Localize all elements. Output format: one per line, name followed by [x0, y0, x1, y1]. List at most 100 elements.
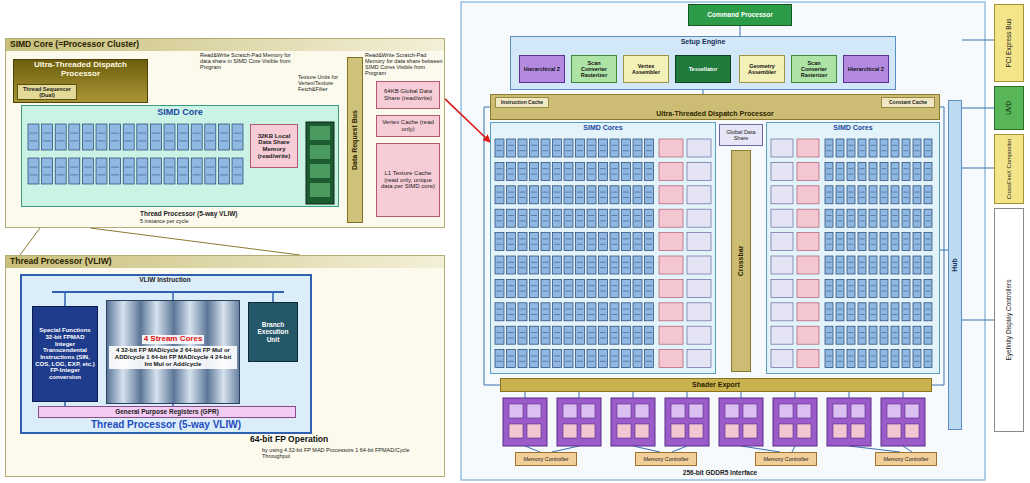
thread-processor-icon — [553, 256, 562, 274]
decoration — [893, 244, 898, 245]
thread-processor-icon — [576, 256, 585, 274]
decoration — [543, 168, 549, 169]
decoration — [577, 262, 583, 263]
cache-block — [687, 162, 711, 180]
thread-processor-icon — [218, 158, 229, 184]
decoration — [554, 220, 560, 221]
thread-processor-icon — [530, 256, 539, 274]
decoration — [612, 150, 618, 151]
decoration — [646, 337, 652, 338]
texture-block — [659, 139, 683, 157]
decoration — [138, 133, 146, 134]
setup-unit: Geometry Assembler — [739, 55, 785, 83]
decoration — [566, 168, 572, 169]
branch-unit-text: Branch Execution Unit — [251, 321, 295, 343]
decoration — [310, 126, 330, 140]
thread-processor-icon — [924, 139, 932, 157]
decoration — [612, 220, 618, 221]
thread-processor-panel: Thread Processor (VLIW)Thread Processor … — [5, 255, 445, 477]
thread-processor-icon — [913, 233, 921, 251]
decoration — [882, 361, 887, 362]
decoration — [520, 150, 526, 151]
thread-processor-icon — [633, 256, 642, 274]
decoration — [531, 238, 537, 239]
cache-block — [771, 186, 793, 204]
chip-outline — [461, 2, 985, 480]
decoration — [520, 355, 526, 356]
simd-core-band: SIMD Core32KB Local Data Share Memory (r… — [21, 105, 339, 207]
thread-processor-icon — [541, 186, 550, 204]
decoration — [554, 244, 560, 245]
decoration — [589, 197, 595, 198]
decoration — [635, 267, 641, 268]
decoration — [635, 174, 641, 175]
thread-processor-icon — [891, 186, 899, 204]
decoration — [57, 140, 65, 141]
decoration — [589, 291, 595, 292]
decoration — [520, 332, 526, 333]
decoration — [893, 337, 898, 338]
decoration — [577, 332, 583, 333]
decoration — [635, 285, 641, 286]
decoration — [497, 355, 503, 356]
thread-processor-icon — [495, 326, 504, 344]
thread-processor-icon — [587, 326, 596, 344]
decoration — [904, 220, 909, 221]
decoration — [871, 174, 876, 175]
decoration — [926, 174, 931, 175]
setup-unit-text: Geometry Assembler — [742, 63, 782, 75]
decoration — [531, 337, 537, 338]
thread-processor-icon — [599, 139, 608, 157]
decoration — [871, 355, 876, 356]
decoration — [827, 192, 832, 193]
thread-sequencer-text: Thread Sequencer (Dual) — [20, 86, 74, 98]
thread-processor-icon — [150, 124, 161, 150]
decoration — [893, 355, 898, 356]
texture-block — [659, 303, 683, 321]
decoration — [531, 314, 537, 315]
cache-block — [771, 279, 793, 297]
decoration — [612, 267, 618, 268]
decoration — [70, 133, 78, 134]
decoration — [554, 262, 560, 263]
decoration — [589, 244, 595, 245]
decoration — [827, 267, 832, 268]
decoration — [57, 174, 65, 175]
thread-processor-icon — [610, 303, 619, 321]
thread-processor-icon — [530, 186, 539, 204]
decoration — [566, 244, 572, 245]
decoration — [566, 197, 572, 198]
thread-processor-icon — [518, 279, 527, 297]
special-function-unit-text: Special Functions 32-bit FPMAD Integer T… — [35, 327, 95, 381]
thread-processor-icon — [913, 350, 921, 368]
decoration — [554, 145, 560, 146]
decoration — [520, 215, 526, 216]
decoration — [497, 197, 503, 198]
thread-processor-icon — [564, 279, 573, 297]
decoration — [520, 267, 526, 268]
setup-engine-text: Setup Engine — [681, 38, 726, 46]
decoration — [612, 314, 618, 315]
thread-processor-icon — [847, 326, 855, 344]
decoration — [520, 168, 526, 169]
decoration — [871, 197, 876, 198]
thread-processor-icon — [847, 279, 855, 297]
decoration — [635, 355, 641, 356]
decoration — [566, 174, 572, 175]
decoration — [508, 197, 514, 198]
decoration — [904, 309, 909, 310]
decoration — [635, 220, 641, 221]
decoration — [206, 140, 214, 141]
thread-processor-icon — [880, 326, 888, 344]
thread-processor-icon — [913, 256, 921, 274]
thread-processor-icon — [858, 279, 866, 297]
decoration — [508, 267, 514, 268]
thread-processor-icon — [847, 209, 855, 227]
thread-processor-icon — [825, 303, 833, 321]
decoration — [612, 309, 618, 310]
thread-processor-icon — [518, 233, 527, 251]
decoration — [926, 267, 931, 268]
decoration — [531, 215, 537, 216]
setup-unit: Hierarchical Z — [843, 55, 889, 83]
thread-processor-icon — [610, 350, 619, 368]
